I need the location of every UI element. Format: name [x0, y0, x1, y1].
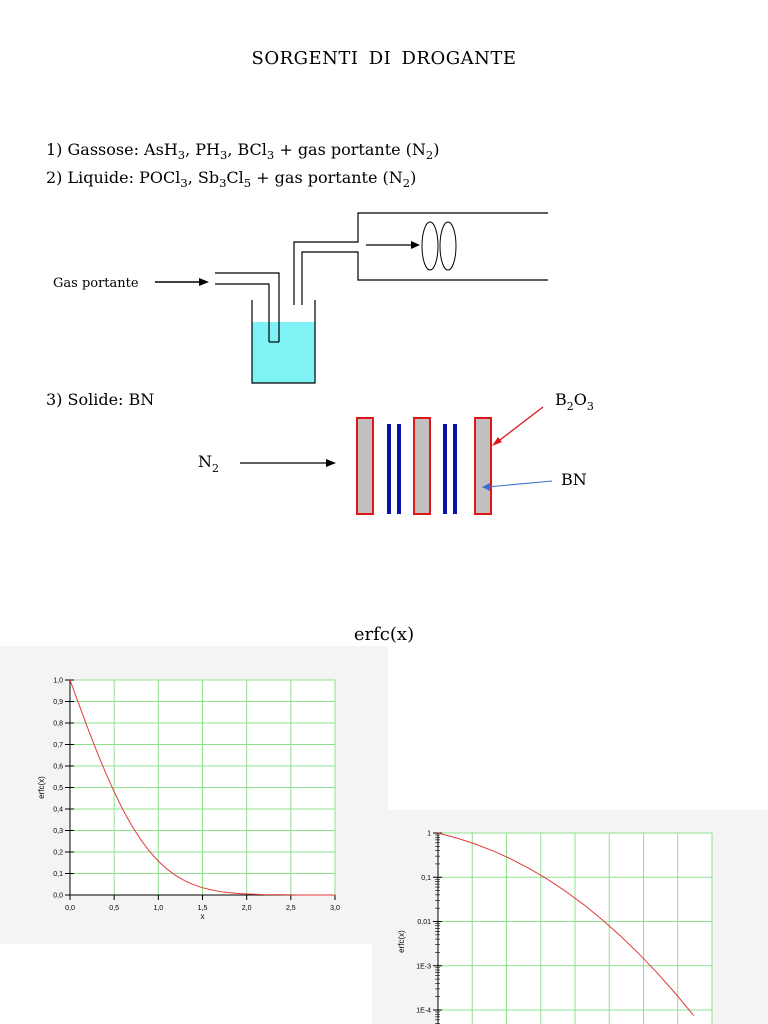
outlet-tube-outer	[293, 212, 548, 305]
y-tick-label: 0,4	[53, 807, 63, 814]
carrier-gas: + gas portante (N	[274, 140, 426, 159]
formula-subscript: 5	[243, 176, 252, 191]
x-tick-label: 2,5	[286, 905, 296, 912]
x-tick-label: 3,0	[330, 905, 340, 912]
y-tick-label: 0,8	[53, 721, 63, 728]
data-series-line	[437, 832, 695, 1016]
inlet-tube-outer	[215, 272, 280, 342]
gas-portante-label: Gas portante	[53, 276, 139, 291]
x-tick-label: 2,0	[242, 905, 252, 912]
y-tick-label: 0,9	[53, 699, 63, 706]
b2o3-arrow	[495, 406, 544, 444]
separator: ,	[227, 140, 238, 159]
formula-part: POCl	[139, 168, 181, 187]
formula-subscript: 3	[219, 148, 228, 163]
x-tick-label: 1,5	[198, 905, 208, 912]
erfc-log-chart: 1 0,1 0,01 1E-3 1E-4 erfc(x)	[397, 831, 713, 1024]
x-tick-label: 1,0	[153, 905, 163, 912]
y-tick-label: 1E-4	[416, 1008, 431, 1015]
y-tick-label: 0,5	[53, 785, 63, 792]
n2-label: N2	[198, 452, 219, 475]
carrier-gas-end: )	[433, 140, 440, 159]
item-label: Gassose:	[67, 140, 145, 159]
bn-plate	[356, 417, 374, 515]
x-tick-label: 0,5	[109, 905, 119, 912]
formula-subscript: 3	[266, 148, 275, 163]
y-tick-label: 0,1	[421, 875, 431, 882]
beaker	[251, 300, 316, 384]
item-gassose: 1) Gassose: AsH3, PH3, BCl3 + gas portan…	[46, 140, 440, 162]
formula-subscript: 3	[177, 148, 186, 163]
outlet-tube-inner	[301, 251, 548, 305]
wafer-ellipse	[439, 221, 457, 271]
x-tick-label: 0,0	[65, 905, 75, 912]
y-tick-label: 0,6	[53, 764, 63, 771]
wafer-ellipse	[421, 221, 439, 271]
y-axis-label: erfc(x)	[397, 930, 406, 953]
carrier-gas-end: )	[410, 168, 417, 187]
separator: ,	[187, 168, 198, 187]
page-title: SORGENTI DI DROGANTE	[251, 48, 517, 69]
carrier-gas: + gas portante (N	[251, 168, 403, 187]
formula-subscript: 3	[219, 176, 227, 191]
y-tick-label: 1E-3	[416, 963, 431, 970]
bubbler-diagram: Gas portante	[53, 212, 548, 384]
item-number: 1)	[46, 140, 68, 159]
y-tick-label: 0,7	[53, 742, 63, 749]
bn-plate	[474, 417, 492, 515]
x-axis-label: x	[201, 912, 205, 921]
formula-part: BCl	[237, 140, 267, 159]
wafer	[397, 424, 401, 514]
bn-plate	[413, 417, 431, 515]
item-number: 2)	[46, 168, 68, 187]
bn-label: BN	[561, 470, 587, 489]
b2o3-label: B2O3	[555, 390, 594, 413]
solid-source-diagram: N2 B2O3 BN	[198, 390, 594, 515]
carrier-gas-subscript: 2	[402, 176, 411, 191]
separator: ,	[185, 140, 196, 159]
y-tick-label: 0,3	[53, 828, 63, 835]
inlet-tube-inner	[215, 283, 270, 342]
formula-part: PH	[195, 140, 220, 159]
bn-arrow	[486, 480, 553, 488]
formula-subscript: 3	[180, 176, 188, 191]
item-solide: 3) Solide: BN	[46, 390, 155, 409]
erfc-linear-chart: 0,0 0,5 1,0 1,5 2,0 2,5 3,0 0,0 0,1 0,2 0,3 0,4 0,5 0…	[37, 678, 340, 922]
y-tick-label: 0,01	[417, 919, 431, 926]
formula-part: Cl	[226, 168, 244, 187]
formula-part: Sb	[197, 168, 220, 187]
data-series-line	[69, 679, 336, 896]
item-liquide: 2) Liquide: POCl3, Sb3Cl5 + gas portante…	[46, 168, 416, 190]
item-label: Liquide:	[67, 168, 140, 187]
y-tick-label: 1	[427, 831, 431, 838]
wafer	[387, 424, 391, 514]
carrier-gas-subscript: 2	[425, 148, 434, 163]
wafer	[453, 424, 457, 514]
y-tick-label: 0,1	[53, 871, 63, 878]
y-tick-label: 1,0	[53, 678, 63, 685]
chart-heading: erfc(x)	[353, 624, 415, 645]
y-tick-label: 0,0	[53, 893, 63, 900]
wafer	[443, 424, 447, 514]
y-axis-label: erfc(x)	[37, 776, 46, 799]
formula-part: AsH	[144, 140, 178, 159]
liquid	[252, 322, 315, 383]
y-tick-label: 0,2	[53, 850, 63, 857]
